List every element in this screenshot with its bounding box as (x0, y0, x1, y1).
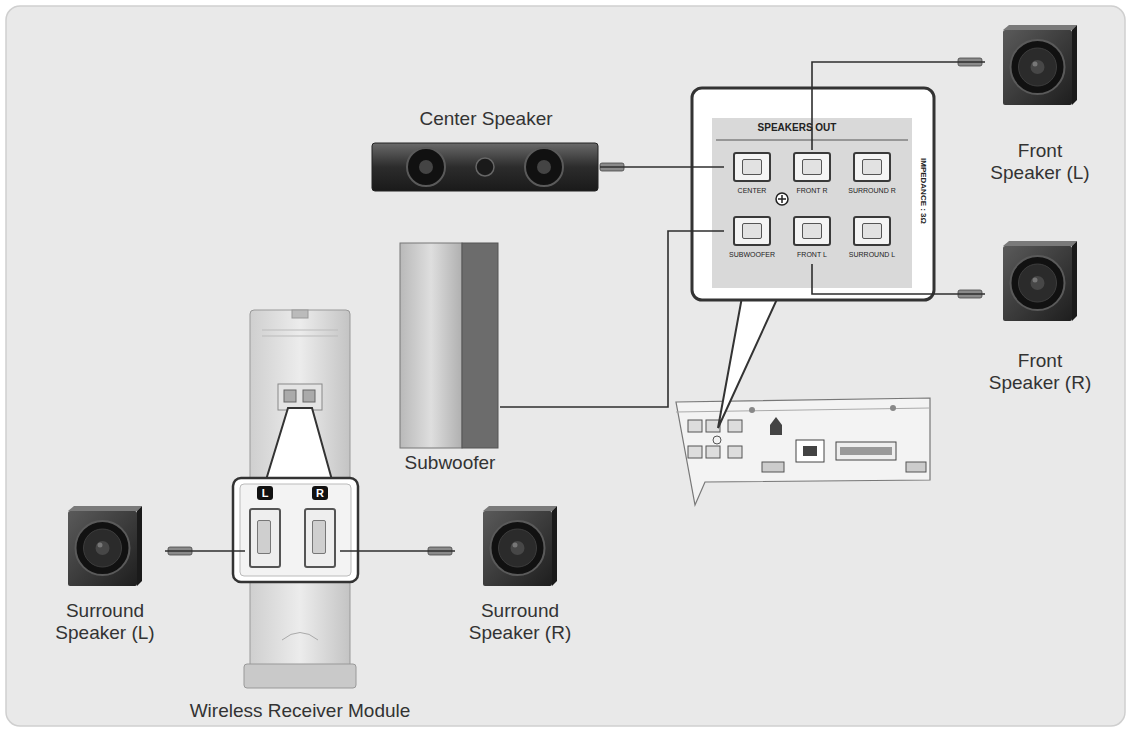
jack-opening (802, 223, 822, 239)
jack-socket (853, 152, 891, 182)
speaker-label: Front Speaker (L) (985, 140, 1095, 184)
terminal-label: SUBWOOFER (729, 250, 775, 259)
speaker-wire (600, 166, 724, 168)
jack-opening (257, 520, 271, 554)
panel-heading: SPEAKERS OUT (732, 122, 862, 134)
jack-opening (802, 159, 822, 175)
speaker-terminal: FRONT R (784, 150, 840, 200)
speaker-node: Front Speaker (L) (985, 22, 1095, 184)
channel-badge: L (257, 486, 273, 500)
jack-socket (853, 216, 891, 246)
terminal-label: SURROUND R (848, 186, 895, 195)
speaker-wire (812, 264, 985, 294)
jack-opening (312, 520, 326, 554)
receiver-module: Wireless Receiver Module L R (150, 305, 450, 722)
speaker-wire (165, 550, 245, 552)
jack-socket (733, 152, 771, 182)
speaker-terminal: CENTER (724, 150, 780, 200)
jack-socket (249, 508, 281, 568)
speaker-wire (500, 231, 724, 407)
speaker-terminal: SURROUND L (844, 214, 900, 264)
speaker-label: Surround Speaker (L) (45, 600, 165, 644)
speaker-terminal: SUBWOOFER (724, 214, 780, 264)
speaker-label: Center Speaker (419, 108, 552, 130)
subwoofer-node: Subwoofer (400, 243, 500, 474)
speaker-wire (340, 550, 455, 552)
jack-opening (742, 223, 762, 239)
receiver-jack: R (300, 483, 340, 575)
receiver-jack: L (245, 483, 285, 575)
impedance-note: IMPEDANCE : 3Ω (918, 158, 928, 224)
terminal-label: FRONT L (797, 250, 827, 259)
terminal-label: SURROUND L (849, 250, 895, 259)
speaker-label: Front Speaker (R) (985, 350, 1095, 394)
jack-socket (733, 216, 771, 246)
speaker-wire (812, 62, 985, 150)
terminal-label: FRONT R (797, 186, 828, 195)
jack-socket (793, 216, 831, 246)
jack-opening (862, 159, 882, 175)
channel-badge: R (312, 486, 328, 500)
speaker-label: Subwoofer (405, 452, 496, 474)
speaker-node: Front Speaker (R) (985, 238, 1095, 394)
speaker-node: Surround Speaker (R) (455, 503, 585, 644)
terminal-panel: SPEAKERS OUT IMPEDANCE : 3Ω CENTER FRONT R S… (692, 88, 934, 300)
terminal-label: CENTER (738, 186, 767, 195)
module-label: Wireless Receiver Module (190, 700, 411, 722)
speaker-terminal: SURROUND R (844, 150, 900, 200)
speaker-label: Surround Speaker (R) (455, 600, 585, 644)
jack-socket (793, 152, 831, 182)
jack-socket (304, 508, 336, 568)
speaker-node: Surround Speaker (L) (45, 503, 165, 644)
speaker-terminal: FRONT L (784, 214, 840, 264)
jack-opening (862, 223, 882, 239)
jack-opening (742, 159, 762, 175)
speaker-node: Center Speaker (372, 108, 600, 193)
